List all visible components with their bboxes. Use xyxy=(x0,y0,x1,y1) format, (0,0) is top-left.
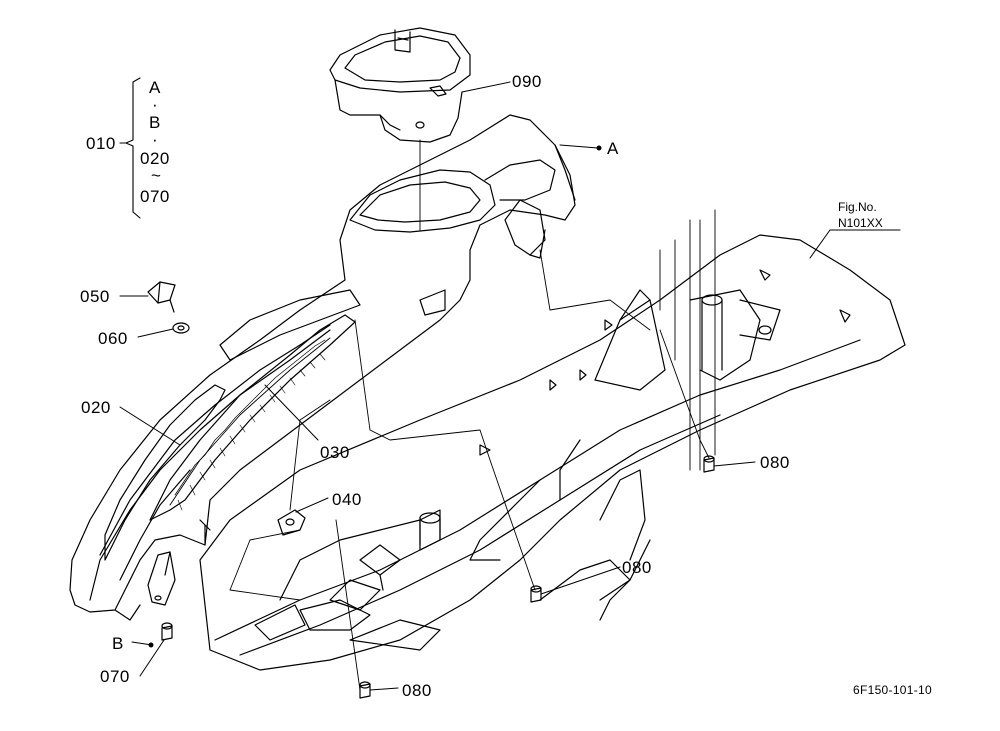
part-label-060: 060 xyxy=(98,329,128,348)
part-label-050: 050 xyxy=(80,287,110,306)
bracket-b xyxy=(147,551,176,606)
drawing-code: 6F150-101-10 xyxy=(853,683,932,697)
ref-label-a: A xyxy=(607,139,619,158)
part-label-030: 030 xyxy=(320,443,350,462)
bracket-dot-1: · xyxy=(152,95,159,114)
part-label-010: 010 xyxy=(86,134,116,153)
fig-no-number: N101XX xyxy=(838,216,883,230)
knob-050 xyxy=(147,281,176,313)
bracket-dot-2: · xyxy=(152,130,159,149)
bolt-070 xyxy=(161,622,173,641)
part-label-080-upper: 080 xyxy=(760,453,790,472)
bolt-080-lower xyxy=(359,681,371,699)
part-label-020: 020 xyxy=(81,398,111,417)
clip-040 xyxy=(277,509,306,536)
part-label-040: 040 xyxy=(332,490,362,509)
assembly-guide-lines xyxy=(229,139,710,691)
bracket-item-070: 070 xyxy=(140,187,170,206)
bolt-080-middle xyxy=(530,585,542,603)
bolt-080-upper xyxy=(703,455,715,473)
part-label-080-middle: 080 xyxy=(622,558,652,577)
fender-cover xyxy=(69,114,576,621)
bracket-item-b: B xyxy=(149,113,161,132)
bracket-item-a: A xyxy=(149,78,161,97)
bracket-item-020: 020 xyxy=(140,149,170,168)
floor-frame-panel xyxy=(199,209,906,671)
bracket-tilde: ~ xyxy=(151,166,162,185)
bracket-010 xyxy=(119,77,141,219)
ref-label-b: B xyxy=(112,634,124,653)
fig-no-label: Fig.No. xyxy=(838,200,877,214)
part-label-080-lower: 080 xyxy=(402,681,432,700)
washer-060 xyxy=(172,322,190,334)
part-label-090: 090 xyxy=(512,72,542,91)
leader-lines xyxy=(119,81,901,691)
part-label-070: 070 xyxy=(100,667,130,686)
cup-holder-090 xyxy=(329,27,471,143)
